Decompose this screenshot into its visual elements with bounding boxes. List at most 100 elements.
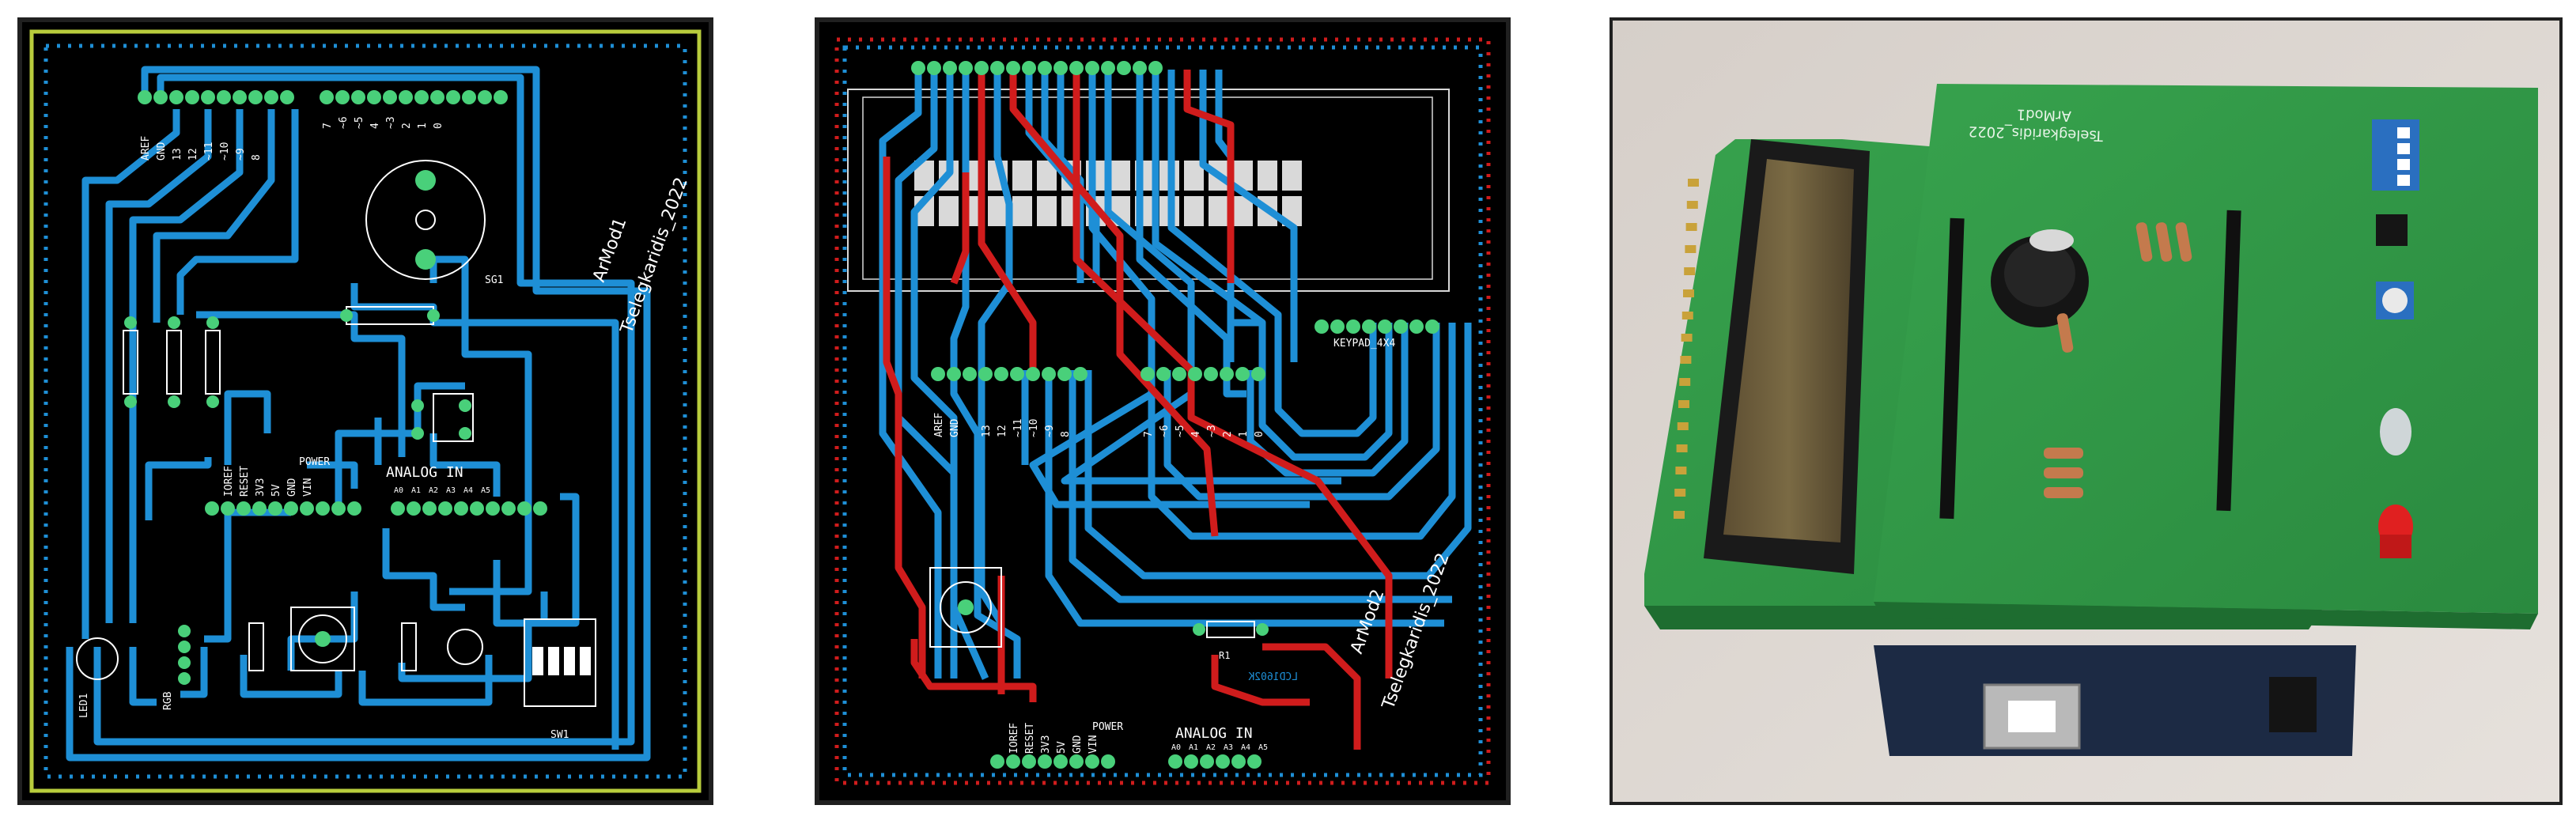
power-pin-label: RESET xyxy=(1024,723,1036,754)
analog-pin-label: A2 xyxy=(429,486,438,495)
analog-pad xyxy=(1247,754,1262,769)
lcd-pin xyxy=(1674,511,1685,519)
r1-label: R1 xyxy=(1219,650,1230,661)
pin-label: 1 xyxy=(1238,431,1250,437)
power-pin-label: 5V xyxy=(270,484,282,497)
lcd-cell xyxy=(1258,161,1277,191)
power-pin-label: 3V3 xyxy=(255,478,267,497)
digital-pad xyxy=(978,367,993,381)
pin-label: ~10 xyxy=(1028,419,1040,437)
digital-pad xyxy=(1220,367,1234,381)
keypad-pad xyxy=(1425,319,1439,334)
usb-port xyxy=(2008,701,2056,732)
power-pad xyxy=(1069,754,1084,769)
buzzer-pad xyxy=(415,249,436,270)
pin-label: 8 xyxy=(251,154,263,161)
lcd-cell xyxy=(1282,161,1302,191)
buzzer-outline xyxy=(365,160,486,280)
lcd-pad xyxy=(927,61,941,75)
pin-label: ~3 xyxy=(385,116,397,129)
header-left xyxy=(1939,217,1965,520)
resistor-r8 xyxy=(123,330,138,395)
lcd-pad xyxy=(1085,61,1099,75)
power-pad xyxy=(1022,754,1036,769)
lcd-pin xyxy=(1675,467,1687,474)
pot-pad xyxy=(958,599,974,615)
power-pin-label: IOREF xyxy=(223,466,235,497)
pin-label: GND xyxy=(949,418,961,437)
power-pad xyxy=(990,754,1004,769)
power-pad xyxy=(1101,754,1115,769)
dip-switch xyxy=(2372,119,2419,191)
power-pin-label: VIN xyxy=(302,478,314,497)
buzzer-pad xyxy=(415,170,436,191)
resistor-r2 xyxy=(401,622,417,671)
armod1-author: Tselegkaridis_2022 xyxy=(617,175,692,337)
digital-pad xyxy=(1073,367,1088,381)
power-pin-label: 3V3 xyxy=(1040,735,1052,754)
assembled-boards-photo: ArMod1 Tselegkaridis_2022 xyxy=(1610,17,2563,805)
lcd-pin xyxy=(1681,334,1693,342)
header-right xyxy=(2216,210,2241,512)
resistor-r1 xyxy=(248,622,264,671)
sw1-label: SW1 xyxy=(550,729,569,741)
dip-switch-toggles xyxy=(2397,127,2410,186)
push-button xyxy=(2376,214,2408,246)
analog-pad xyxy=(1216,754,1230,769)
resistor-r1 xyxy=(1206,621,1255,638)
power-header-label: POWER xyxy=(1092,721,1123,733)
analog-pin-label: A1 xyxy=(1189,743,1198,752)
board-text-armod1: ArMod1 xyxy=(2016,106,2071,124)
keypad-pad xyxy=(1394,319,1408,334)
lcd-pad xyxy=(974,61,989,75)
digital-pad xyxy=(1156,367,1171,381)
dip-switch-sw1 xyxy=(524,618,596,707)
lcd-cell xyxy=(1012,196,1032,226)
blue-traces xyxy=(66,66,651,762)
rgb-pads xyxy=(178,625,191,685)
button-outline xyxy=(447,629,483,665)
blue-via-ring xyxy=(842,45,1483,777)
armod1-edge xyxy=(1874,602,2538,629)
digital-pad xyxy=(947,367,961,381)
buzzer-top xyxy=(2004,240,2075,307)
armod1-shield-pcb xyxy=(1874,84,2538,614)
lcd-pin xyxy=(1686,201,1698,209)
keypad-pad xyxy=(1378,319,1392,334)
lcd-pad xyxy=(990,61,1004,75)
pin-label: ~9 xyxy=(235,148,247,161)
lcd-cell xyxy=(1037,196,1057,226)
pin-label: AREF xyxy=(140,136,152,161)
lcd-cell xyxy=(988,196,1008,226)
analog-pin-label: A5 xyxy=(1258,743,1268,752)
pot-pad xyxy=(315,631,331,647)
lcd-pin xyxy=(1680,356,1692,364)
pin-label: 4 xyxy=(1190,431,1202,437)
power-pin-label: VIN xyxy=(1088,735,1099,754)
analog-pin-label: A3 xyxy=(446,486,456,495)
potentiometer xyxy=(290,607,355,671)
pot-knob xyxy=(940,581,992,633)
analog-pin-label: A3 xyxy=(1224,743,1233,752)
lcd-pad xyxy=(1053,61,1068,75)
lcd-cell xyxy=(939,196,959,226)
pin-label: ~3 xyxy=(1206,425,1218,437)
led1-label: LED1 xyxy=(78,694,90,718)
lcd-pad xyxy=(1022,61,1036,75)
pin-label: ~9 xyxy=(1044,425,1056,437)
analog-pin-label: A0 xyxy=(394,486,403,495)
lcd-pin xyxy=(1683,289,1694,297)
lcd-cell xyxy=(1209,196,1228,226)
digital-pad xyxy=(1188,367,1202,381)
pcb-armod2-svg: ArMod2 Tselegkaridis_2022 KEYPAD_4X4 ANA… xyxy=(834,37,1491,785)
resistor-pair xyxy=(433,393,474,442)
pin-label: 7 xyxy=(1143,431,1155,437)
pot-knob xyxy=(2382,288,2408,313)
pin-label: 1 xyxy=(417,123,429,129)
analog-pin-label: A0 xyxy=(1171,743,1181,752)
lcd-pin xyxy=(1685,223,1697,231)
power-pad xyxy=(1006,754,1020,769)
pin-label: ~11 xyxy=(203,142,215,161)
keypad-pad xyxy=(1346,319,1360,334)
lcd-pin xyxy=(1688,179,1699,187)
